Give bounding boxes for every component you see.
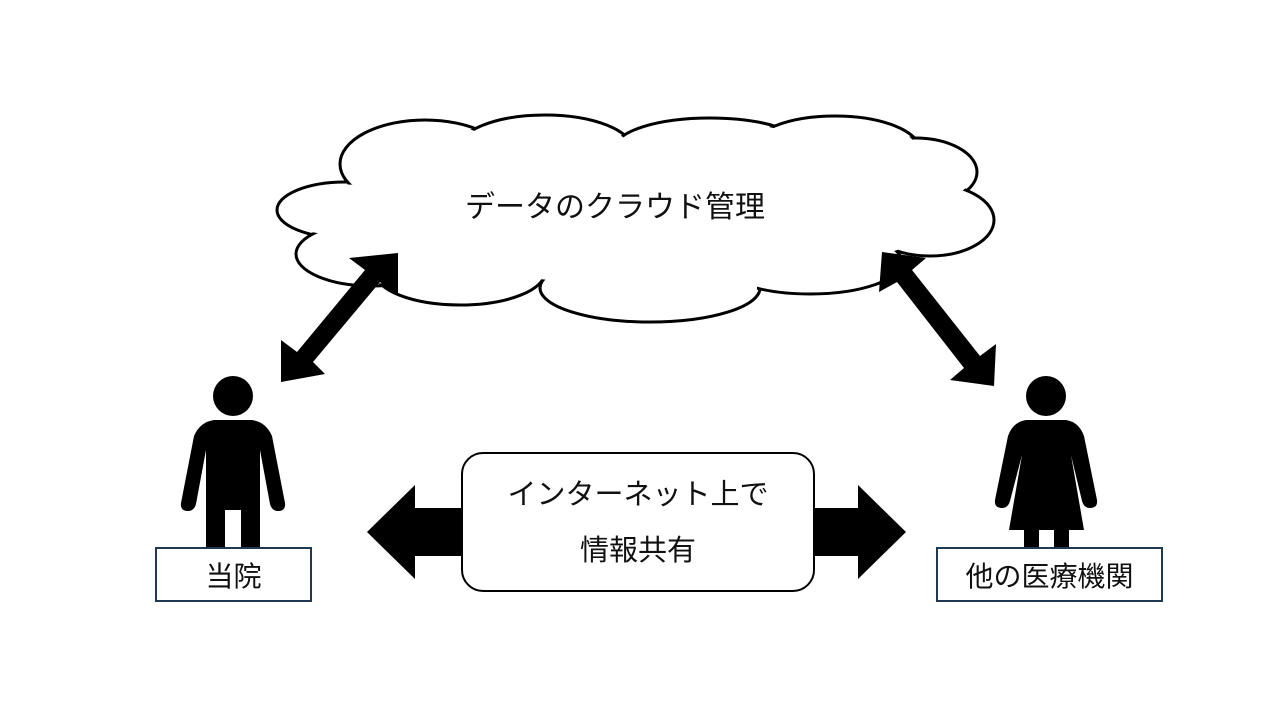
man-person-icon (180, 376, 286, 548)
info-sharing-line-1: インターネット上で (507, 477, 769, 511)
info-sharing-line-2: 情報共有 (579, 533, 696, 567)
other-institution-label: 他の医療機関 (936, 547, 1163, 602)
double-arrow-right-diagonal (879, 252, 996, 386)
double-arrow-horizontal (367, 485, 906, 579)
info-sharing-box: インターネット上で 情報共有 (461, 452, 815, 592)
double-arrow-left-diagonal (281, 253, 398, 382)
cloud-fill (280, 117, 991, 320)
cloud-label: データのクラウド管理 (465, 190, 765, 225)
our-hospital-label: 当院 (155, 547, 312, 602)
woman-person-icon (994, 376, 1098, 548)
